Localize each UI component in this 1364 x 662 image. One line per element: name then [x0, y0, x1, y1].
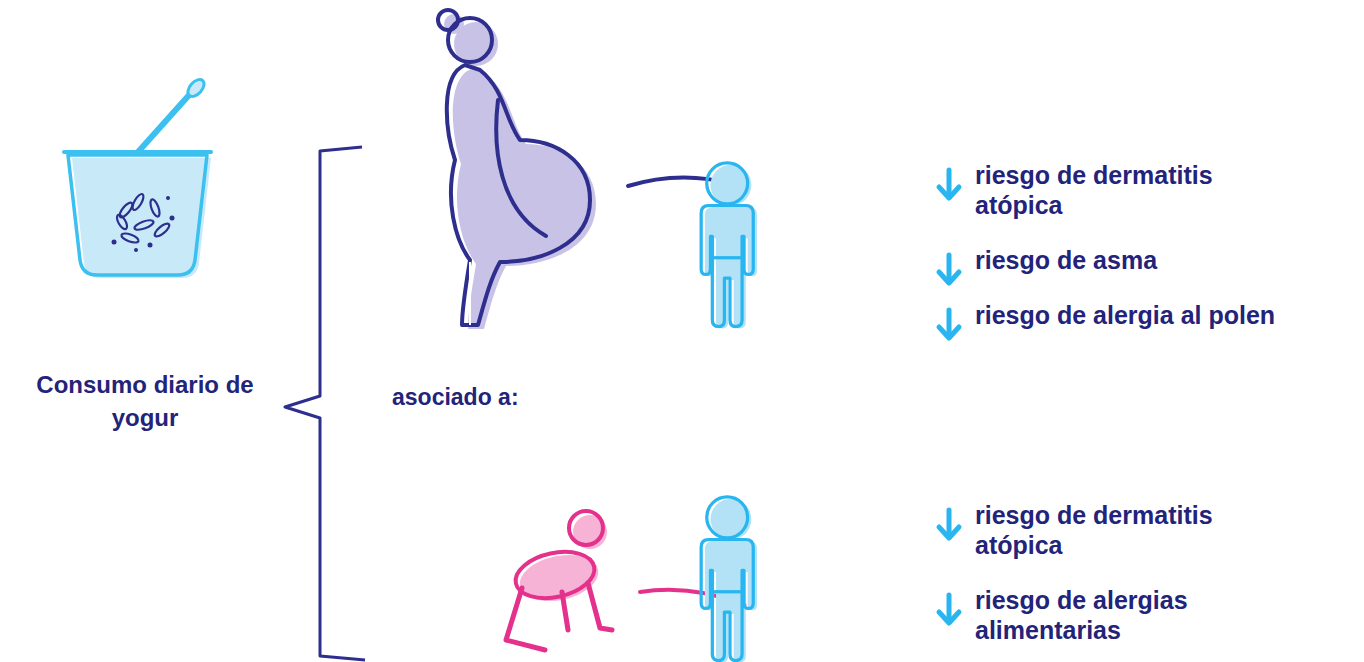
child-figure: riesgo de dermatitis atópica riesgo de as… [690, 148, 1350, 338]
down-arrow [935, 591, 965, 627]
bracket [285, 147, 365, 660]
text-row: riesgo de asma [935, 245, 1355, 287]
text-row: riesgo de dermatitis atópica [935, 160, 1235, 220]
text-row: riesgo de dermatitis atópica [935, 500, 1235, 560]
down-arrow [935, 166, 965, 202]
child-figure: riesgo de dermatitis atópica riesgo de al… [690, 482, 1350, 662]
node-caption: Consumo diario de yogur [30, 368, 260, 434]
crawling-baby [506, 511, 612, 650]
down-arrow [935, 251, 965, 287]
risk-text: riesgo de dermatitis atópica [975, 160, 1235, 220]
down-arrow [935, 506, 965, 542]
down-arrow [935, 306, 965, 342]
pregnant-woman [438, 10, 596, 329]
risk-text: riesgo de alergias alimentarias [975, 585, 1235, 645]
caption-label: asociado a: [392, 382, 519, 412]
risk-text: riesgo de dermatitis atópica [975, 500, 1235, 560]
text-row: Consumo diario de yogur [30, 368, 260, 434]
risk-text: riesgo de asma [975, 245, 1157, 275]
text-row: riesgo de alergias alimentarias [935, 585, 1235, 645]
text-row: riesgo de alergia al polen [935, 300, 1355, 342]
yogurt-cup: Consumo diario de yogur [30, 80, 260, 440]
risk-text: riesgo de alergia al polen [975, 300, 1275, 330]
